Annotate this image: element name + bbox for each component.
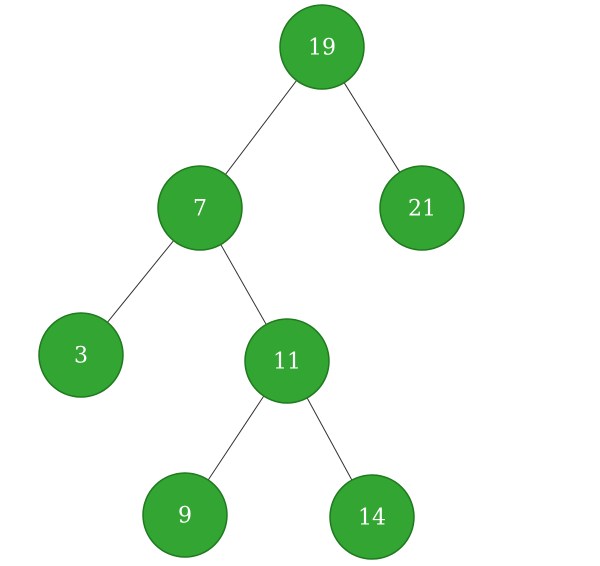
tree-node-14: 14: [329, 474, 415, 560]
node-circle: [329, 474, 415, 560]
node-circle: [244, 318, 330, 404]
tree-node-3: 3: [38, 312, 124, 398]
edge-n11-n14: [306, 397, 353, 481]
node-label: 21: [408, 197, 436, 222]
tree-node-7: 7: [157, 165, 243, 251]
node-label: 14: [358, 506, 386, 531]
node-label: 11: [273, 350, 301, 375]
tree-node-19: 19: [279, 4, 365, 90]
node-circle: [379, 165, 465, 251]
nodes-layer: 19 7 21 3 11 9 14: [38, 4, 465, 560]
node-circle: [38, 312, 124, 398]
node-label: 3: [74, 344, 88, 369]
edge-n19-n7: [224, 80, 298, 175]
tree-node-9: 9: [142, 472, 228, 558]
tree-node-11: 11: [244, 318, 330, 404]
node-label: 7: [193, 197, 207, 222]
node-label: 9: [178, 504, 192, 529]
edge-n7-n11: [220, 244, 267, 325]
node-label: 19: [308, 36, 336, 61]
edge-n11-n9: [207, 395, 265, 481]
node-circle: [279, 4, 365, 90]
edge-n19-n21: [343, 82, 401, 173]
node-circle: [142, 472, 228, 558]
node-circle: [157, 165, 243, 251]
edges-layer: [107, 80, 401, 481]
edge-n7-n3: [107, 240, 174, 323]
tree-node-21: 21: [379, 165, 465, 251]
